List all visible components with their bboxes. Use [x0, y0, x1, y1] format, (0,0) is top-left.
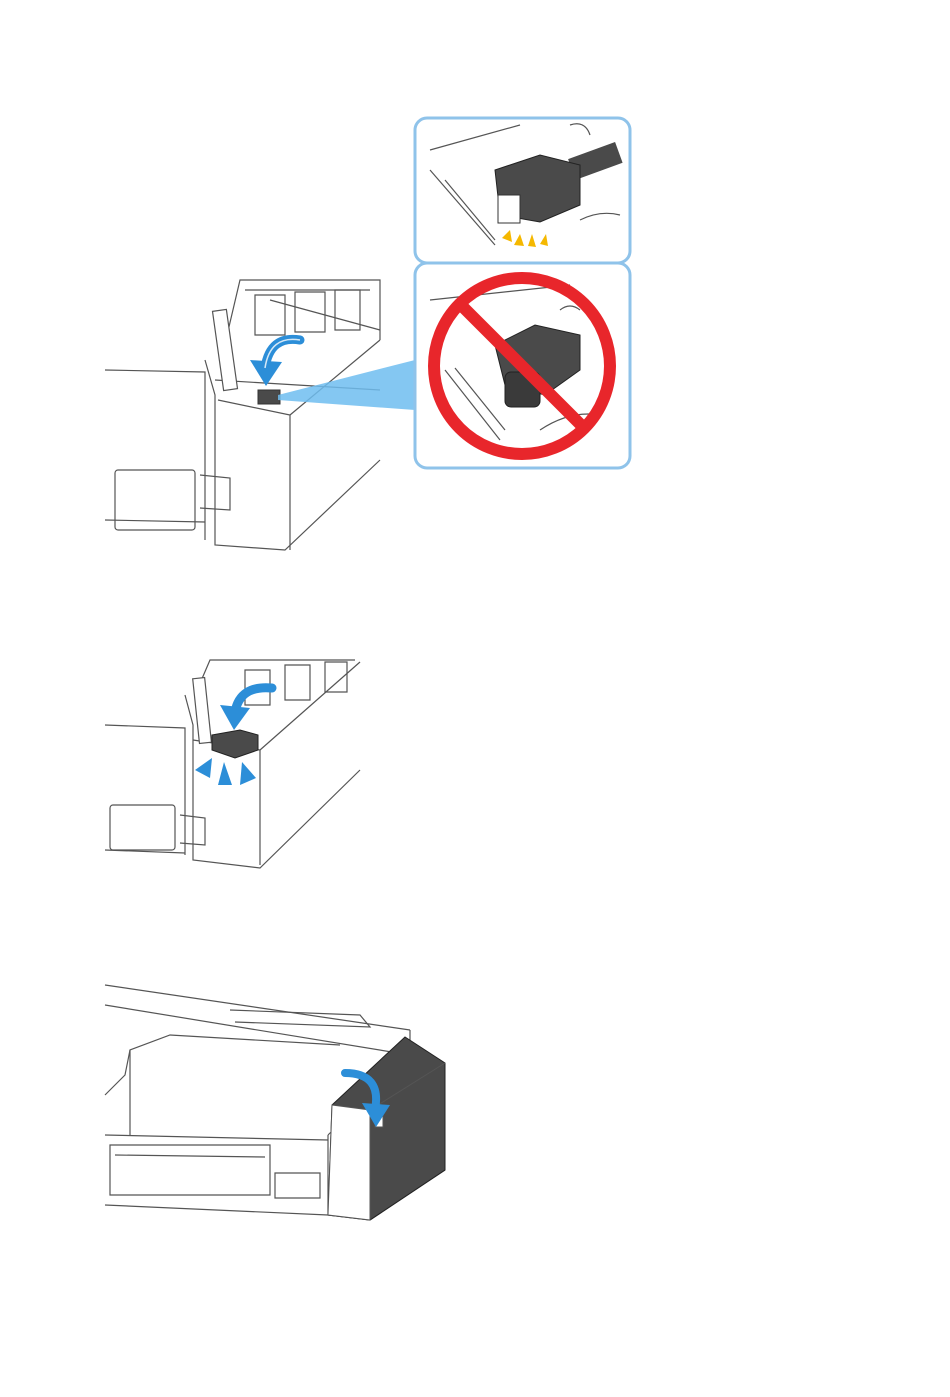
panel-cap-closed-correct: [415, 118, 630, 263]
printer-body-illustration: [105, 280, 380, 550]
figure-close-cover: [100, 975, 460, 1225]
press-arrows-icon: [195, 758, 256, 785]
curved-arrow-down-icon: [220, 688, 272, 730]
panel-cap-not-closed-incorrect: [415, 263, 630, 468]
ink-tank: [193, 678, 212, 744]
printer-body-illustration: [105, 660, 360, 868]
top-cover: [328, 1037, 445, 1220]
tank-cap: [212, 730, 258, 758]
curved-arrow-down-icon: [250, 339, 300, 386]
figure-press-cap: [100, 650, 370, 880]
figure-close-cap: [100, 110, 640, 580]
tank-cap: [258, 390, 280, 404]
